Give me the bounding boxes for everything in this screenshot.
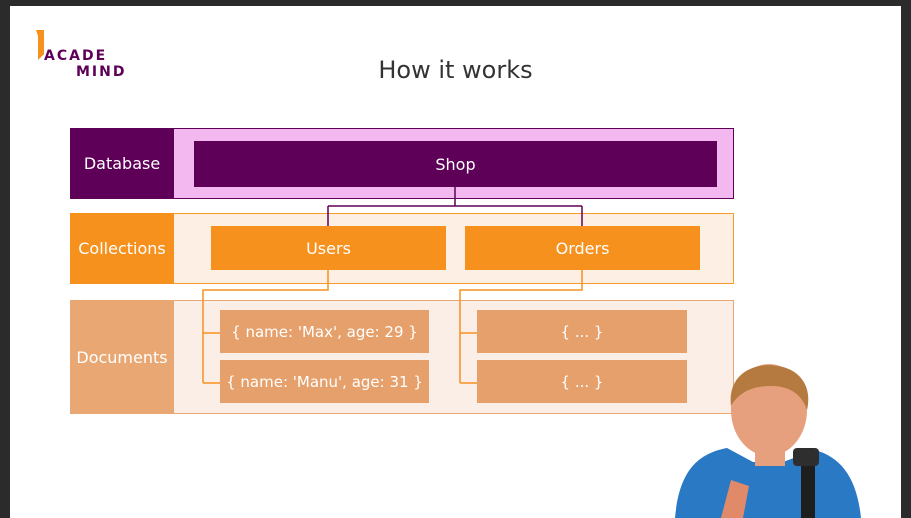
document-order-1-box: { ... } — [477, 310, 687, 353]
collection-orders-box: Orders — [465, 226, 700, 270]
documents-row-label: Documents — [70, 300, 174, 414]
orders-to-documents-connector — [459, 270, 583, 384]
document-order-2-box: { ... } — [477, 360, 687, 403]
logo-mark-icon — [36, 30, 44, 60]
document-max-box: { name: 'Max', age: 29 } — [220, 310, 429, 353]
collection-users-box: Users — [211, 226, 446, 270]
logo-text-line2: MIND — [76, 64, 127, 80]
logo-text-line1: ACADE — [44, 48, 108, 64]
academind-logo: ACADE MIND — [34, 28, 134, 80]
users-to-documents-connector — [202, 270, 329, 384]
database-shop-box: Shop — [194, 141, 717, 187]
document-manu-box: { name: 'Manu', age: 31 } — [220, 360, 429, 403]
shop-to-collections-connector — [327, 187, 583, 226]
slide-title: How it works — [378, 56, 533, 84]
presenter-webcam-image — [675, 364, 861, 518]
database-row-label: Database — [70, 128, 174, 199]
collections-row-label: Collections — [70, 213, 174, 284]
